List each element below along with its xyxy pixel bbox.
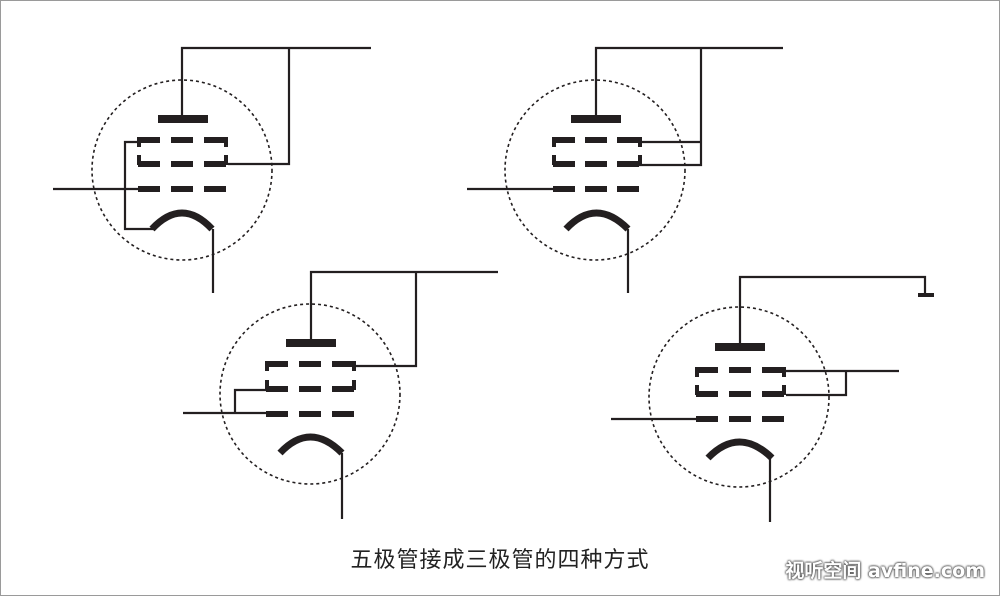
wiring [467,46,783,293]
control-grid [266,411,354,417]
plate [715,343,765,351]
tube-2 [467,46,783,293]
tube-envelope [504,79,686,261]
screen-grid [265,380,356,392]
tube-4 [611,275,934,522]
suppressor-grid [265,361,356,371]
screen-grid [552,155,642,167]
wiring [53,46,371,293]
screen-grid [695,385,786,397]
ground-symbol [918,293,934,297]
control-grid [553,186,639,192]
suppressor-grid [137,137,228,147]
control-grid [696,416,784,422]
tube-1 [53,46,371,293]
cathode [705,438,775,461]
suppressor-grid [695,367,786,377]
plate [286,339,336,347]
tube-envelope [91,79,273,261]
tube-envelope [648,306,830,488]
cathode [277,433,345,456]
tube-envelope [219,303,401,485]
plate [158,115,208,123]
watermark: 视听空间 avfine.com [785,560,985,582]
tube-3 [183,270,498,519]
wiring [183,270,498,519]
cathode [563,209,631,232]
plate [571,115,621,123]
screen-grid [137,155,228,167]
wiring [611,275,927,522]
control-grid [138,186,226,192]
figure-caption: 五极管接成三极管的四种方式 [350,548,650,573]
cathode [149,209,215,232]
suppressor-grid [552,137,642,147]
